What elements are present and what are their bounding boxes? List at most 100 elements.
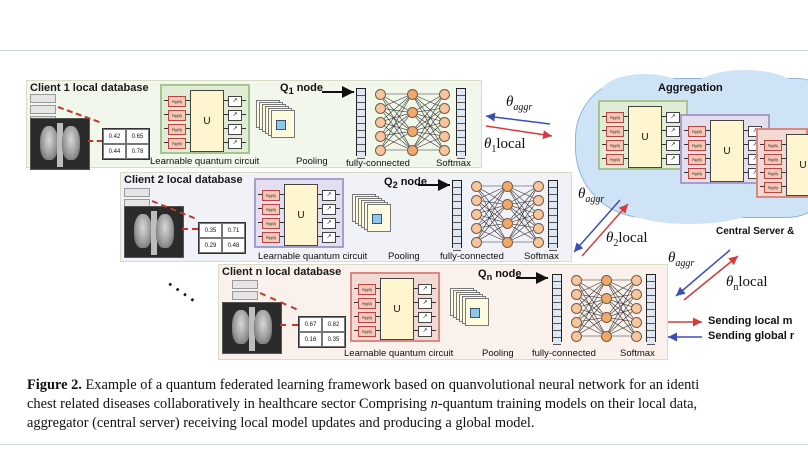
nn-edge	[379, 112, 413, 151]
nn-node	[406, 88, 418, 100]
layer-cell	[453, 237, 461, 244]
nn-edge	[475, 199, 508, 243]
nn-node	[532, 194, 544, 206]
rotation-gate: Ry(θ)	[358, 312, 376, 323]
layer-cell	[457, 89, 465, 96]
local-word: local	[738, 274, 768, 290]
central-server-label: Central Server &	[716, 226, 795, 237]
nn-edge	[411, 93, 445, 151]
layer-cell	[553, 289, 561, 296]
legend-local-label: Sending local m	[708, 315, 793, 327]
layer-cell	[453, 202, 461, 209]
pooling-label: Pooling	[482, 348, 514, 359]
nn-edge	[506, 185, 539, 224]
node-letter: Q	[384, 176, 393, 188]
nn-edge	[605, 307, 637, 337]
rotation-gate: Ry(θ)	[358, 284, 376, 295]
nn-edge	[475, 213, 508, 243]
softmax-layer	[456, 88, 466, 159]
cloud-bump	[690, 70, 800, 114]
nn-node	[406, 125, 418, 137]
measurement-icon: ↗	[228, 96, 242, 107]
quantum-circuit: Ry(θ)↗Ry(θ)↗Ry(θ)↗Ry(θ)↗U	[254, 178, 344, 248]
flatten-layer	[552, 274, 562, 345]
matrix-cell: 0.44	[103, 144, 126, 159]
nn-node	[470, 236, 482, 248]
nn-node	[374, 144, 386, 156]
nn-node	[570, 274, 582, 286]
nn-node	[532, 222, 544, 234]
layer-cell	[647, 324, 655, 331]
flatten-layer	[356, 88, 366, 159]
nn-edge	[575, 293, 607, 337]
softmax-label: Softmax	[620, 348, 655, 359]
theta-symbol: θ	[668, 250, 676, 266]
node-sub: n	[486, 272, 493, 283]
layer-cell	[357, 110, 365, 117]
nn-edge	[475, 185, 508, 215]
softmax-label: Softmax	[524, 251, 559, 262]
measurement-icon: ↗	[228, 110, 242, 121]
nn-edge	[475, 204, 508, 229]
flatten-layer	[452, 180, 462, 251]
caption-line-3: aggregator (central server) receiving lo…	[27, 415, 535, 431]
caption-line-1: Figure 2. Example of a quantum federated…	[27, 376, 808, 395]
nn-edge	[605, 279, 637, 309]
nn-node	[438, 88, 450, 100]
fully-connected-network	[372, 88, 452, 156]
nn-edge	[575, 279, 607, 318]
nn-edge	[411, 112, 445, 151]
matrix-cell: 0.29	[199, 238, 222, 253]
quantum-circuit: Ry(θ)↗Ry(θ)↗Ry(θ)↗Ry(θ)↗U	[350, 272, 440, 342]
node-sub: 1	[288, 86, 294, 97]
theta-sub: aggr	[675, 258, 695, 269]
client-n-label: Client n local database	[222, 266, 342, 278]
rotation-gate: Ry(θ)	[764, 182, 782, 193]
unitary-block: U	[628, 106, 662, 168]
layer-cell	[453, 216, 461, 223]
nn-node	[438, 130, 450, 142]
nn-edge	[475, 204, 508, 243]
theta-symbol: θ	[726, 274, 734, 290]
layer-cell	[453, 188, 461, 195]
nn-edge	[475, 199, 508, 224]
layer-cell	[553, 331, 561, 338]
nn-node	[570, 288, 582, 300]
layer-cell	[549, 223, 557, 230]
aggregated-circuit: Ry(θ)↗Ry(θ)↗Ry(θ)↗Ry(θ)↗U	[680, 114, 770, 184]
global-arrow-n	[675, 249, 731, 297]
circuit-label: Learnable quantum circuit	[344, 348, 454, 359]
softmax-layer	[548, 180, 558, 251]
fully-connected-network	[468, 180, 546, 248]
nn-node	[438, 144, 450, 156]
layer-cell	[357, 124, 365, 131]
local-word: local	[618, 230, 648, 246]
layer-cell	[549, 209, 557, 216]
layer-cell	[549, 216, 557, 223]
layer-cell	[553, 324, 561, 331]
measurement-icon: ↗	[228, 138, 242, 149]
nn-node	[630, 330, 642, 342]
nn-node	[630, 302, 642, 314]
layer-cell	[457, 110, 465, 117]
pooling-label: Pooling	[388, 251, 420, 262]
dashed-link	[182, 228, 198, 230]
chest-xray-image	[30, 118, 90, 170]
nn-node	[374, 130, 386, 142]
rotation-gate: Ry(θ)	[688, 126, 706, 137]
pooling-stack	[450, 288, 489, 328]
softmax-label: Softmax	[436, 158, 471, 169]
layer-cell	[457, 117, 465, 124]
rotation-gate: Ry(θ)	[764, 140, 782, 151]
legend-global-label: Sending global r	[708, 330, 795, 342]
nn-node	[501, 199, 513, 211]
nn-node	[501, 236, 513, 248]
nn-node	[438, 102, 450, 114]
qubit-wire	[760, 172, 804, 173]
layer-cell	[549, 188, 557, 195]
qubit-wire	[760, 186, 804, 187]
node-label: Qn node	[478, 268, 522, 282]
measurement-icon: ↗	[418, 298, 432, 309]
measurement-icon: ↗	[418, 326, 432, 337]
matrix-cell: 0.65	[126, 129, 149, 144]
